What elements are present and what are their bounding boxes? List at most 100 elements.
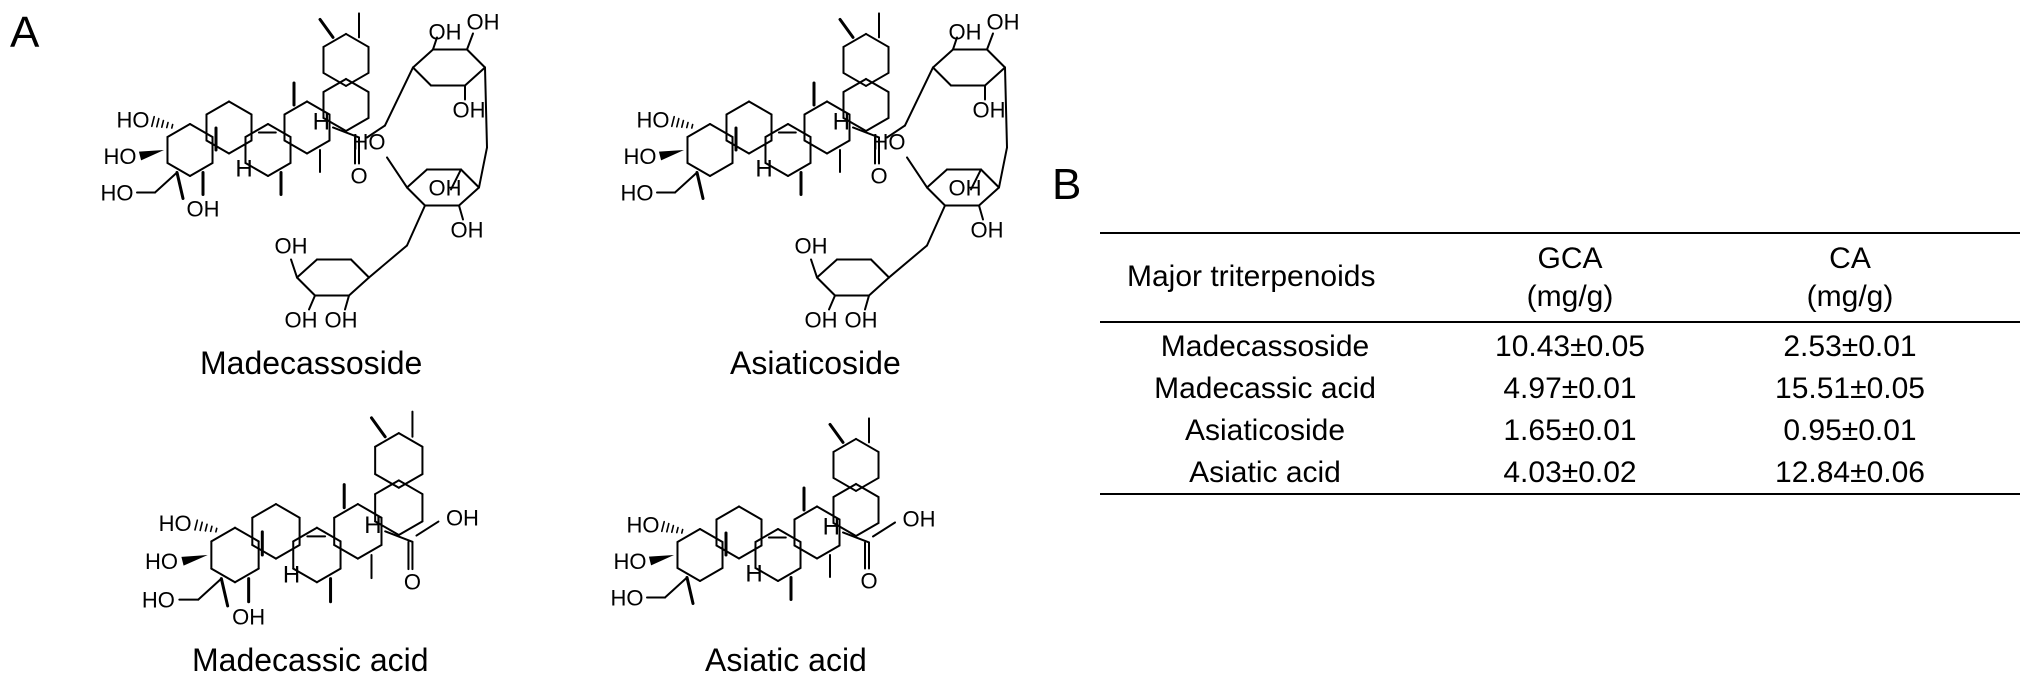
atom-label: OH xyxy=(446,505,479,530)
bond xyxy=(1004,66,1008,149)
bond xyxy=(450,168,462,191)
bond xyxy=(888,244,928,279)
bond xyxy=(234,567,260,584)
atom-label: OH xyxy=(987,9,1020,34)
atom-label: HO xyxy=(142,588,175,613)
table-header-rule xyxy=(1100,321,2020,323)
bond xyxy=(738,544,763,560)
bond xyxy=(855,521,880,537)
bond xyxy=(803,139,828,155)
bond xyxy=(384,530,414,543)
bond xyxy=(777,528,802,543)
bond xyxy=(764,123,789,138)
atom-label: OH xyxy=(275,233,308,258)
bond xyxy=(478,146,488,189)
bond xyxy=(366,124,386,139)
bond xyxy=(842,71,867,87)
bond xyxy=(926,186,946,207)
bond xyxy=(384,66,414,127)
bond xyxy=(777,567,802,582)
bond xyxy=(699,528,724,543)
table-top-rule xyxy=(1100,232,2020,234)
bond xyxy=(816,505,841,521)
bond xyxy=(199,521,204,532)
bond xyxy=(322,77,347,93)
bond xyxy=(322,116,347,132)
bond xyxy=(460,168,480,189)
bond xyxy=(865,116,890,132)
bond xyxy=(816,276,836,297)
atom-label: OH xyxy=(453,97,486,122)
bond xyxy=(754,567,779,582)
bond xyxy=(832,521,857,537)
bond xyxy=(189,162,214,177)
atom-label: HO xyxy=(101,180,134,205)
column-header-ca: CA xyxy=(1829,242,1871,275)
bond xyxy=(210,567,236,584)
bond xyxy=(175,171,185,201)
atom-label: O xyxy=(350,163,367,188)
bond xyxy=(322,32,347,48)
bond xyxy=(160,119,165,128)
table-row-compound: Asiaticoside xyxy=(1184,414,1346,447)
bond xyxy=(458,204,464,221)
bond xyxy=(315,567,342,584)
atom-label: OH xyxy=(903,506,936,531)
bond xyxy=(189,123,214,138)
atom-label: HO xyxy=(624,144,657,169)
bond xyxy=(464,66,486,87)
bond xyxy=(793,505,818,521)
atom-label: OH xyxy=(325,307,358,332)
atom-label: HO xyxy=(159,511,192,536)
bond xyxy=(865,77,890,93)
bond xyxy=(356,503,383,519)
bond xyxy=(832,476,857,492)
atom-label: H xyxy=(283,561,300,588)
bond xyxy=(852,126,880,139)
bond xyxy=(215,527,218,533)
bond xyxy=(166,123,191,138)
bond xyxy=(315,526,342,543)
bond xyxy=(709,123,734,138)
bond xyxy=(234,526,260,543)
bond xyxy=(998,146,1008,189)
bond xyxy=(754,528,779,543)
bond xyxy=(680,119,685,128)
structure-caption-asiatic-acid: Asiatic acid xyxy=(705,642,867,678)
atom-label: H xyxy=(823,513,840,540)
bond xyxy=(292,567,318,584)
bond xyxy=(333,503,359,519)
bond xyxy=(816,544,841,560)
bond xyxy=(978,186,1000,207)
bond xyxy=(205,100,230,116)
atom-label: HO xyxy=(353,129,386,154)
bond xyxy=(197,577,223,601)
bond xyxy=(932,48,954,69)
atom-label: H xyxy=(745,560,762,587)
bond xyxy=(397,432,424,448)
bond xyxy=(675,526,679,534)
bond xyxy=(322,71,347,87)
bond xyxy=(296,276,316,297)
atom-label: HO xyxy=(145,549,178,574)
bond xyxy=(219,577,230,608)
table-row-ca-value: 0.95±0.01 xyxy=(1783,414,1917,447)
bond xyxy=(228,139,253,155)
bond xyxy=(787,162,812,177)
bond xyxy=(204,523,208,532)
bond xyxy=(748,100,773,116)
atom-label: H xyxy=(755,155,772,182)
bond xyxy=(980,168,1000,189)
atom-label: H xyxy=(364,512,381,539)
bond xyxy=(267,162,292,177)
atom-label: OH xyxy=(467,9,500,34)
bond xyxy=(350,258,370,279)
bond xyxy=(816,258,838,279)
column-header-gca: GCA xyxy=(1537,242,1603,275)
bond xyxy=(842,531,870,544)
bond xyxy=(166,162,191,177)
bond xyxy=(412,48,434,69)
atom-label: HO xyxy=(627,512,660,537)
bond xyxy=(870,258,890,279)
bond xyxy=(904,66,934,127)
